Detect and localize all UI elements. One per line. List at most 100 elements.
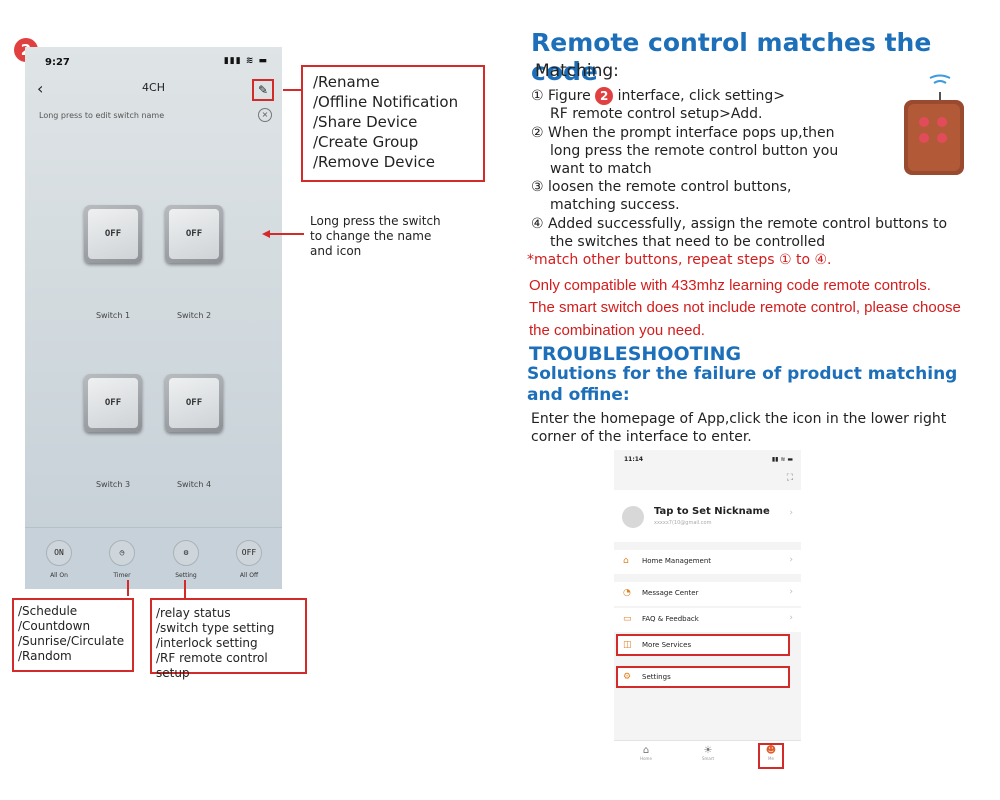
chevron-right-icon: › [789, 587, 793, 597]
step-4-line-2: the switches that need to be controlled [550, 234, 826, 250]
tab-label: Me [768, 756, 774, 761]
switch-label-1: Switch 1 [95, 311, 131, 320]
step-2-line-2: long press the remote control button you [550, 143, 839, 159]
step-1: ① Figure 2 interface, click setting> [531, 87, 785, 105]
callout-item: /Schedule [18, 604, 78, 618]
callout-item: /relay status [156, 606, 231, 620]
home-icon: ⌂ [642, 745, 650, 756]
troubleshooting-subtitle: Solutions for the failure of product mat… [527, 364, 958, 405]
chevron-right-icon: › [789, 613, 793, 623]
step-1-line-2: RF remote control setup>Add. [550, 106, 763, 122]
close-icon[interactable]: × [258, 108, 272, 122]
power-off-icon: OFF [236, 540, 262, 566]
menu-home-management[interactable]: ⌂ Home Management › [614, 550, 801, 574]
tab-smart[interactable]: ☀ Smart [696, 745, 720, 761]
bottom-toolbar: ON All On ◷ Timer ⚙ Setting OFF All Off [25, 527, 282, 589]
switch-button-2[interactable]: OFF [165, 205, 223, 263]
timer-callout: /Schedule /Countdown /Sunrise/Circulate … [12, 598, 134, 672]
all-on-label: All On [50, 572, 68, 579]
menu-more-services[interactable]: ◫ More Services [616, 634, 790, 656]
menu-label: FAQ & Feedback [642, 615, 699, 623]
gear-icon: ⚙ [623, 672, 632, 682]
step-3-line-2: matching success. [550, 197, 680, 213]
troubleshooting-text-2: corner of the interface to enter. [531, 429, 752, 445]
all-off-label: All Off [239, 572, 259, 579]
menu-faq-feedback[interactable]: ▭ FAQ & Feedback › [614, 608, 801, 632]
edit-icon[interactable]: ✎ [252, 79, 274, 101]
menu-settings[interactable]: ⚙ Settings [616, 666, 790, 688]
sun-icon: ☀ [703, 745, 713, 756]
callout-item: /RF remote control setup [156, 651, 268, 680]
step-3-line-1: ③ loosen the remote control buttons, [531, 179, 792, 195]
compat-line-2: The smart switch does not include remote… [529, 299, 961, 316]
tab-label: Smart [701, 756, 715, 761]
edit-menu-callout: /Rename /Offline Notification /Share Dev… [301, 65, 485, 182]
chevron-right-icon: › [789, 508, 793, 518]
menu-message-center[interactable]: ◔ Message Center › [614, 582, 801, 606]
switch-label-2: Switch 2 [176, 311, 212, 320]
tab-me[interactable]: ☻ Me [758, 743, 784, 769]
switch-label-3: Switch 3 [95, 480, 131, 489]
home-icon: ⌂ [623, 556, 629, 566]
callout-item: /interlock setting [156, 636, 258, 650]
hint-banner: Long press to edit switch name × [25, 107, 282, 127]
status-icons: ▮▮ ≋ ▬ [771, 456, 793, 463]
power-on-icon: ON [46, 540, 72, 566]
callout-item: /Create Group [313, 133, 419, 151]
step-1-text: ① Figure [531, 88, 591, 104]
step-2-line-1: ② When the prompt interface pops up,then [531, 125, 835, 141]
switch-button-3[interactable]: OFF [84, 374, 142, 432]
note-line: to change the name [310, 229, 432, 243]
section-title: Remote control matches the code [531, 28, 932, 86]
avatar [622, 506, 644, 528]
step-4-line-1: ④ Added successfully, assign the remote … [531, 216, 948, 232]
scan-icon[interactable]: ⛶ [786, 473, 793, 483]
status-bar: 9:27 ▮▮▮ ≋ ▬ [25, 47, 282, 71]
all-on-button[interactable]: ON All On [34, 540, 84, 579]
callout-item: /Offline Notification [313, 93, 459, 111]
tab-label: Home [640, 756, 652, 761]
faq-icon: ▭ [623, 614, 632, 624]
user-icon: ☻ [765, 745, 777, 756]
callout-item: /Countdown [18, 619, 91, 633]
menu-label: Home Management [642, 557, 712, 565]
tab-bar: ⌂ Home ☀ Smart ☻ Me [614, 740, 801, 770]
callout-item: /Remove Device [313, 153, 435, 171]
switch-state: OFF [88, 209, 138, 259]
profile-name: Tap to Set Nickname [654, 506, 770, 517]
setting-button[interactable]: ⚙ Setting [161, 540, 211, 579]
step-badge-inline: 2 [595, 87, 614, 105]
menu-label: More Services [642, 641, 692, 649]
compat-line-1: Only compatible with 433mhz learning cod… [529, 277, 931, 294]
note-line: and icon [310, 244, 362, 258]
setting-label: Setting [175, 572, 197, 579]
note-line: Long press the switch [310, 214, 441, 228]
matching-heading: Matching: [535, 61, 619, 81]
callout-item: /Random [18, 649, 72, 663]
troubleshooting-text-1: Enter the homepage of App,click the icon… [531, 411, 947, 427]
switch-button-1[interactable]: OFF [84, 205, 142, 263]
callout-item: /switch type setting [156, 621, 275, 635]
timer-button[interactable]: ◷ Timer [97, 540, 147, 579]
step-2-line-3: want to match [550, 161, 652, 177]
all-off-button[interactable]: OFF All Off [224, 540, 274, 579]
callout-item: /Sunrise/Circulate [18, 634, 125, 648]
menu-label: Settings [642, 673, 671, 681]
switch-button-4[interactable]: OFF [165, 374, 223, 432]
repeat-note: *match other buttons, repeat steps ① to … [527, 252, 832, 268]
status-time: 9:27 [45, 57, 70, 68]
phone-screen-4ch: 9:27 ▮▮▮ ≋ ▬ ‹ 4CH ✎ Long press to edit … [25, 47, 282, 589]
menu-label: Message Center [642, 589, 699, 597]
clock-icon: ◷ [109, 540, 135, 566]
timer-label: Timer [113, 572, 131, 579]
back-icon[interactable]: ‹ [37, 79, 44, 98]
callout-item: /Rename [313, 73, 380, 91]
status-time: 11:14 [624, 456, 644, 463]
profile-card[interactable]: Tap to Set Nickname xxxxx7(10@gmail.com … [614, 490, 801, 542]
phone-screen-me: 11:14 ▮▮ ≋ ▬ ⛶ Tap to Set Nickname xxxxx… [614, 450, 801, 770]
step-1-text: interface, click setting> [617, 88, 785, 104]
switch-note: Long press the switch to change the name… [310, 214, 460, 259]
tab-home[interactable]: ⌂ Home [634, 745, 658, 761]
remote-control-image [904, 74, 964, 175]
